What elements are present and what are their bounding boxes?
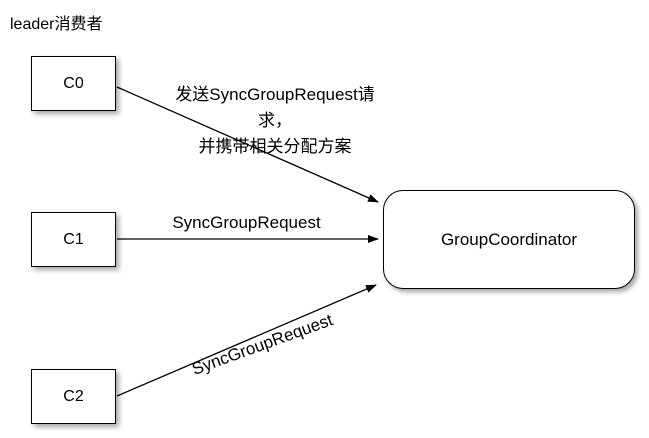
diagram-title: leader消费者 xyxy=(10,16,103,33)
edge-label-c0-line1: 发送SyncGroupRequest请求， xyxy=(175,85,375,130)
node-group-coordinator: GroupCoordinator xyxy=(383,190,635,289)
edge-label-c0: 发送SyncGroupRequest请求， 并携带相关分配方案 xyxy=(160,82,390,160)
node-c0-label: C0 xyxy=(63,74,84,92)
arrow-c2-to-coordinator xyxy=(116,284,377,397)
node-c1: C1 xyxy=(31,212,116,267)
arrow-c0-to-coordinator xyxy=(116,86,379,203)
node-group-coordinator-label: GroupCoordinator xyxy=(440,229,578,249)
node-c2: C2 xyxy=(31,369,116,424)
node-c1-label: C1 xyxy=(63,230,84,248)
edge-label-c0-line2: 并携带相关分配方案 xyxy=(198,137,352,156)
edge-label-c1: SyncGroupRequest xyxy=(172,213,321,232)
node-c2-label: C2 xyxy=(63,387,84,405)
node-c0: C0 xyxy=(31,56,116,111)
